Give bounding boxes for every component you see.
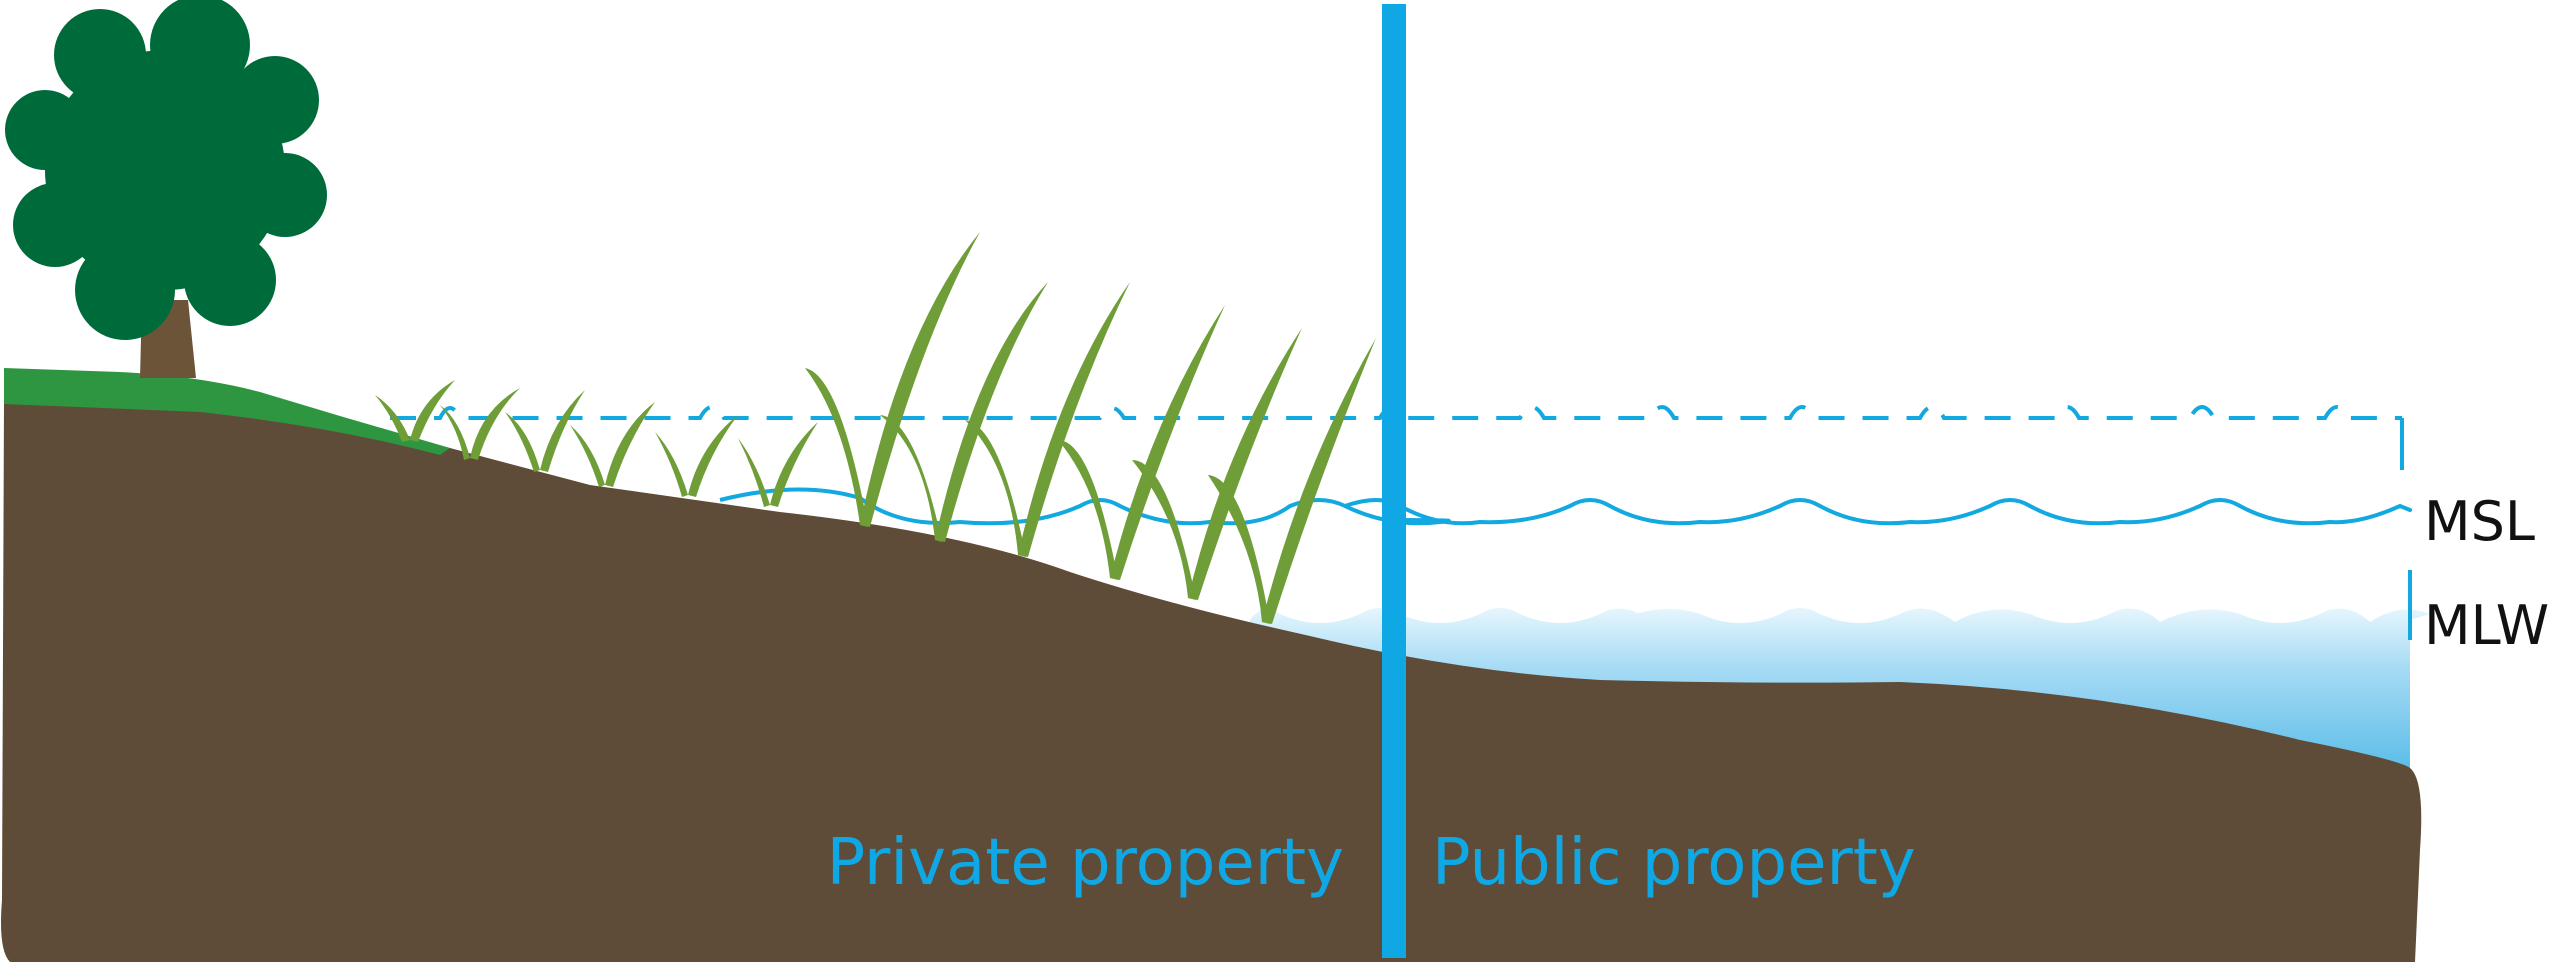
- msl-water-line: [719, 487, 2412, 526]
- reed: [1188, 328, 1302, 600]
- reed: [570, 425, 605, 487]
- reed: [470, 388, 520, 460]
- tree-canopy: [5, 0, 327, 340]
- reed: [505, 412, 540, 472]
- reed: [1110, 305, 1225, 580]
- reed: [1208, 475, 1270, 624]
- reed: [655, 432, 688, 497]
- tree: [5, 0, 327, 378]
- reed: [410, 380, 455, 442]
- reed: [688, 415, 738, 497]
- reed: [1018, 282, 1130, 557]
- reed: [1262, 338, 1376, 624]
- grass-strip: [4, 368, 450, 455]
- reed: [770, 422, 818, 507]
- reed: [605, 402, 655, 487]
- reed: [1132, 460, 1196, 600]
- public-property-label: Public property: [1432, 826, 1916, 900]
- reed: [860, 232, 980, 527]
- private-property-label: Private property: [827, 826, 1344, 900]
- reed: [440, 405, 470, 460]
- property-boundary-post: [1382, 4, 1406, 958]
- mlw-label: MLW: [2424, 594, 2549, 657]
- reed: [935, 282, 1048, 542]
- reed: [738, 438, 770, 507]
- reed: [965, 420, 1026, 557]
- reed: [805, 368, 868, 527]
- reed: [880, 415, 942, 542]
- reed: [375, 395, 410, 442]
- reed: [1058, 440, 1118, 580]
- high-water-line: [390, 405, 2402, 420]
- soil: [1, 400, 2422, 962]
- marsh-reeds: [375, 232, 1376, 624]
- reed: [540, 390, 585, 472]
- msl-label: MSL: [2424, 490, 2535, 553]
